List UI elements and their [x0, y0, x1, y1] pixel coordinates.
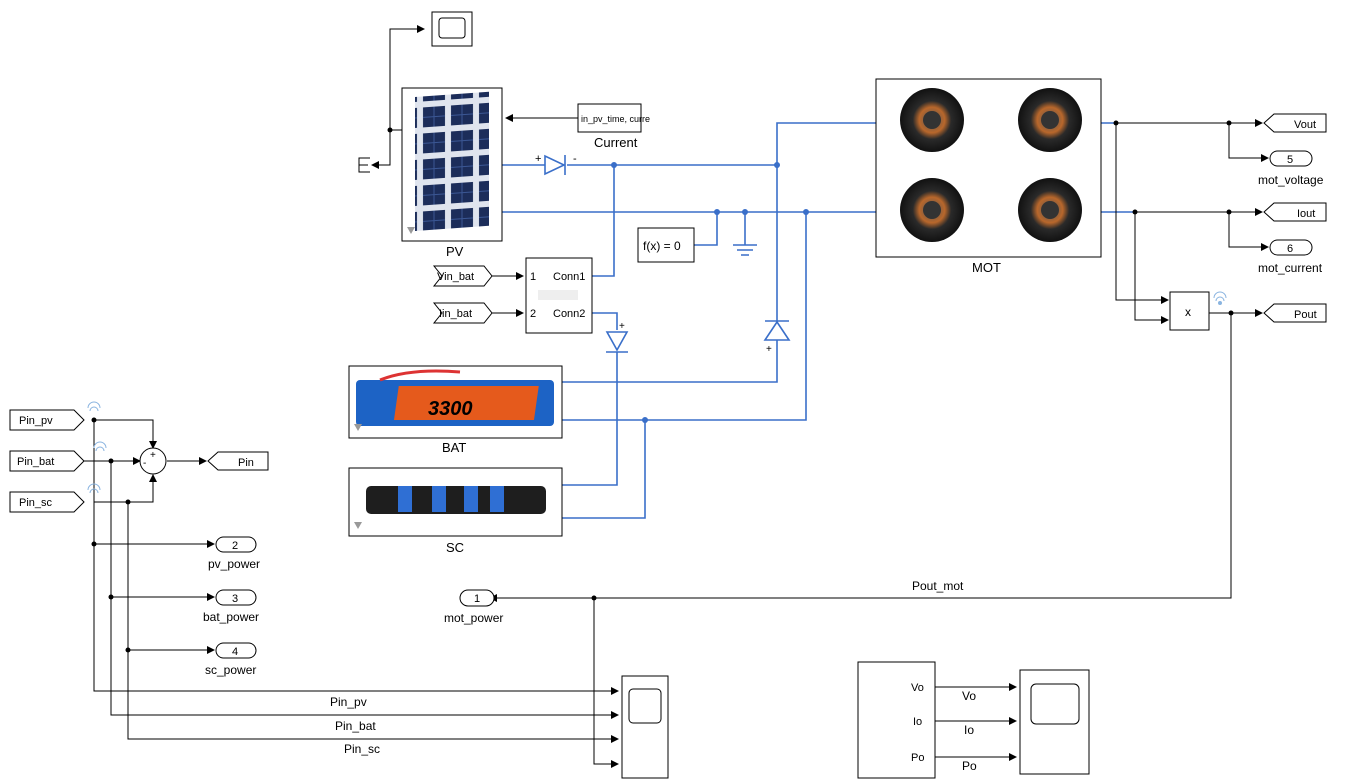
sum-minus-sign: -	[143, 458, 146, 469]
mot-block[interactable]	[876, 79, 1101, 257]
from-tag-iin-bat[interactable]: Iin_bat	[434, 303, 492, 323]
outport-6[interactable]: 6	[1270, 240, 1312, 255]
sc-block[interactable]	[349, 468, 562, 536]
subsystem-port-1: 1	[530, 271, 536, 283]
sum-block[interactable]: + -	[140, 448, 166, 474]
product-block[interactable]: x	[1170, 292, 1209, 330]
goto-tag-pin[interactable]: Pin	[208, 452, 268, 470]
outport-1-name: mot_power	[444, 611, 503, 625]
goto-tag-pout-label: Pout	[1294, 309, 1317, 321]
goto-tag-vout[interactable]: Vout	[1264, 114, 1326, 132]
solver-configuration-block[interactable]: f(x) = 0	[638, 228, 694, 262]
scope-block-power[interactable]	[622, 676, 668, 778]
signal-label-pin-bat: Pin_bat	[335, 719, 376, 733]
signal-logging-icons-left	[88, 402, 106, 493]
goto-tag-vout-label: Vout	[1294, 119, 1316, 131]
diode-plus-sign: +	[535, 153, 541, 165]
from-tag-pin-sc-label: Pin_sc	[19, 497, 53, 509]
signal-label-po: Po	[962, 759, 977, 773]
sub-port-vo: Vo	[911, 682, 924, 694]
terminator-block[interactable]	[359, 158, 370, 172]
solar-panel-image	[415, 92, 489, 231]
sum-plus-sign: +	[150, 450, 156, 461]
signal-label-pin-pv: Pin_pv	[330, 695, 367, 709]
pv-block[interactable]	[402, 88, 502, 241]
pv-label: PV	[446, 244, 464, 259]
sub-port-po: Po	[911, 752, 924, 764]
outport-4-name: sc_power	[205, 663, 256, 677]
bat-label: BAT	[442, 440, 466, 455]
signal-logging-icon	[1214, 292, 1226, 305]
outport-5-name: mot_voltage	[1258, 173, 1324, 187]
goto-tag-iout-label: Iout	[1297, 208, 1315, 220]
outport-4[interactable]: 4	[216, 643, 256, 658]
outport-5[interactable]: 5	[1270, 151, 1312, 166]
outport-2-name: pv_power	[208, 557, 260, 571]
supercap-image	[366, 486, 546, 514]
signal-label-pin-sc: Pin_sc	[344, 742, 380, 756]
goto-tag-pout[interactable]: Pout	[1264, 304, 1326, 322]
outport-3-number: 3	[232, 593, 238, 605]
conn1-label: Conn1	[553, 271, 585, 283]
product-symbol: x	[1185, 305, 1191, 319]
goto-tag-pin-label: Pin	[238, 457, 254, 469]
outport-1-number: 1	[474, 593, 480, 605]
sub-port-io: Io	[913, 716, 922, 728]
subsystem-port-2: 2	[530, 308, 536, 320]
outport-2-number: 2	[232, 540, 238, 552]
ground-icon	[733, 245, 757, 255]
solver-text: f(x) = 0	[643, 239, 681, 253]
bat-block[interactable]: 3300	[349, 366, 562, 438]
signal-label-vo: Vo	[962, 689, 976, 703]
signal-label-io: Io	[964, 723, 974, 737]
sc-label: SC	[446, 540, 464, 555]
measurement-subsystem[interactable]: Vo Io Po	[858, 662, 935, 778]
current-source-text: in_pv_time, curre	[581, 114, 650, 124]
diode-minus-sign: -	[573, 153, 577, 165]
conn2-label: Conn2	[553, 308, 585, 320]
outport-3[interactable]: 3	[216, 590, 256, 605]
mot-label: MOT	[972, 260, 1001, 275]
scope-block-top[interactable]	[432, 12, 472, 46]
from-tag-pin-bat-label: Pin_bat	[17, 456, 54, 468]
diode-pv[interactable]: + -	[535, 153, 577, 175]
from-tag-pin-pv-label: Pin_pv	[19, 415, 53, 427]
diode-bat-plus: +	[766, 344, 772, 355]
from-tag-vin-bat[interactable]: Vin_bat	[434, 266, 492, 286]
outport-1[interactable]: 1	[460, 590, 494, 606]
from-tag-pin-sc[interactable]: Pin_sc	[10, 492, 84, 512]
goto-tag-iout[interactable]: Iout	[1264, 203, 1326, 221]
current-label: Current	[594, 135, 638, 150]
outport-5-number: 5	[1287, 154, 1293, 166]
outport-3-name: bat_power	[203, 610, 259, 624]
signal-label-pout-mot: Pout_mot	[912, 579, 964, 593]
from-tag-pin-bat[interactable]: Pin_bat	[10, 451, 84, 471]
from-tag-vin-bat-label: Vin_bat	[437, 271, 474, 283]
outport-6-name: mot_current	[1258, 261, 1323, 275]
diode-sc-plus: +	[619, 321, 625, 332]
current-source-block[interactable]: in_pv_time, curre	[578, 104, 650, 132]
outport-2[interactable]: 2	[216, 537, 256, 552]
scope-block-output[interactable]	[1020, 670, 1089, 774]
battery-print: 3300	[428, 398, 473, 420]
from-tag-iin-bat-label: Iin_bat	[439, 308, 472, 320]
battery-converter-subsystem[interactable]: 1 2 Conn1 Conn2	[526, 258, 592, 333]
outport-6-number: 6	[1287, 243, 1293, 255]
outport-4-number: 4	[232, 646, 238, 658]
from-tag-pin-pv[interactable]: Pin_pv	[10, 410, 84, 430]
